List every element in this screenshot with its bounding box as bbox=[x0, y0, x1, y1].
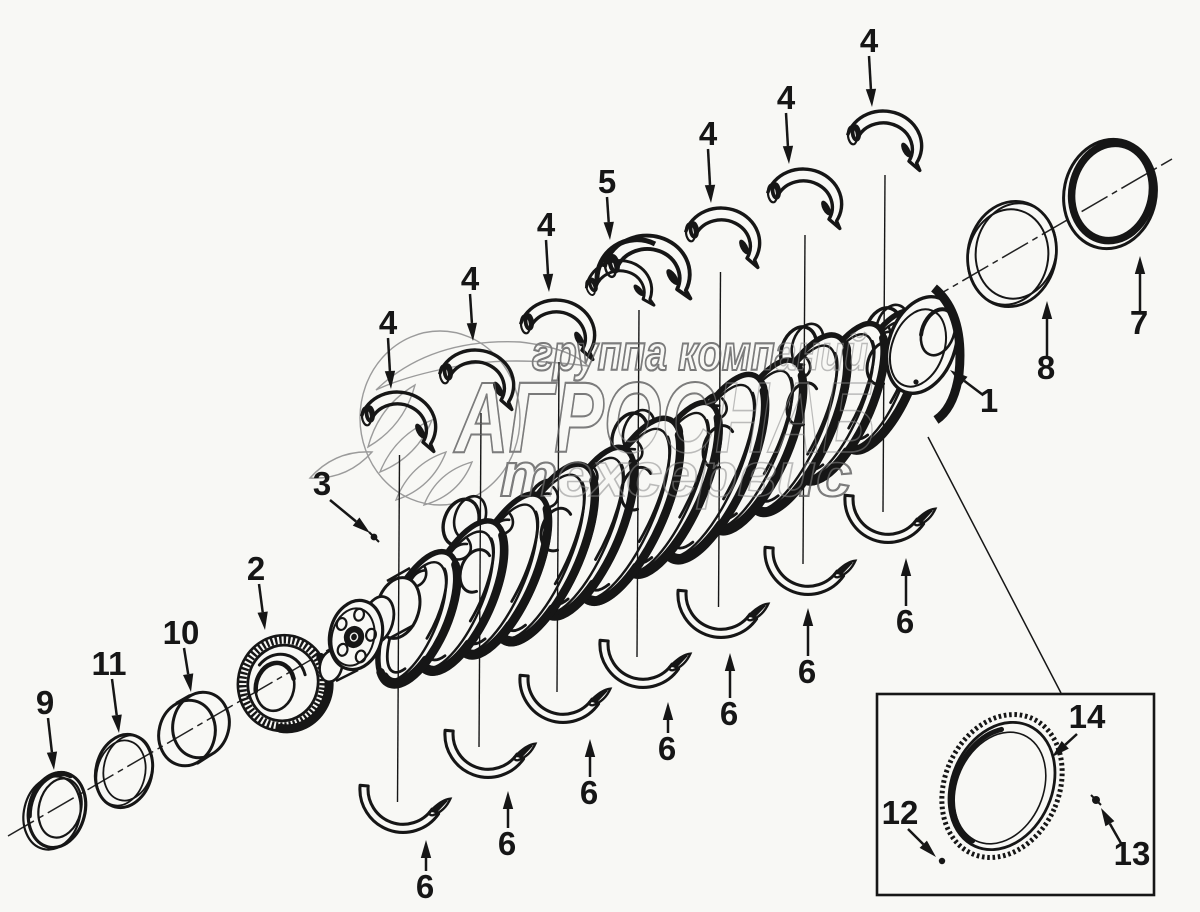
svg-text:3: 3 bbox=[313, 465, 331, 502]
svg-text:1: 1 bbox=[980, 382, 998, 419]
svg-text:6: 6 bbox=[580, 774, 598, 811]
svg-text:6: 6 bbox=[896, 603, 914, 640]
svg-text:6: 6 bbox=[658, 730, 676, 767]
svg-text:5: 5 bbox=[598, 163, 616, 200]
svg-text:2: 2 bbox=[247, 550, 265, 587]
svg-text:4: 4 bbox=[860, 22, 879, 59]
svg-text:7: 7 bbox=[1130, 304, 1148, 341]
svg-text:14: 14 bbox=[1069, 698, 1106, 735]
svg-text:4: 4 bbox=[699, 115, 718, 152]
svg-text:4: 4 bbox=[379, 304, 398, 341]
svg-text:группа компаний: группа компаний bbox=[532, 325, 868, 381]
svg-text:АГРОСНАБ: АГРОСНАБ bbox=[453, 362, 875, 474]
svg-text:9: 9 bbox=[36, 684, 54, 721]
svg-text:6: 6 bbox=[720, 695, 738, 732]
svg-text:техсервис: техсервис bbox=[500, 441, 852, 510]
svg-text:8: 8 bbox=[1037, 349, 1055, 386]
svg-text:12: 12 bbox=[882, 794, 919, 831]
svg-text:6: 6 bbox=[416, 868, 434, 905]
svg-text:4: 4 bbox=[461, 260, 480, 297]
svg-text:6: 6 bbox=[798, 653, 816, 690]
svg-text:6: 6 bbox=[498, 825, 516, 862]
svg-text:10: 10 bbox=[163, 614, 200, 651]
svg-text:4: 4 bbox=[777, 79, 796, 116]
svg-text:4: 4 bbox=[537, 206, 556, 243]
svg-text:11: 11 bbox=[92, 645, 127, 682]
